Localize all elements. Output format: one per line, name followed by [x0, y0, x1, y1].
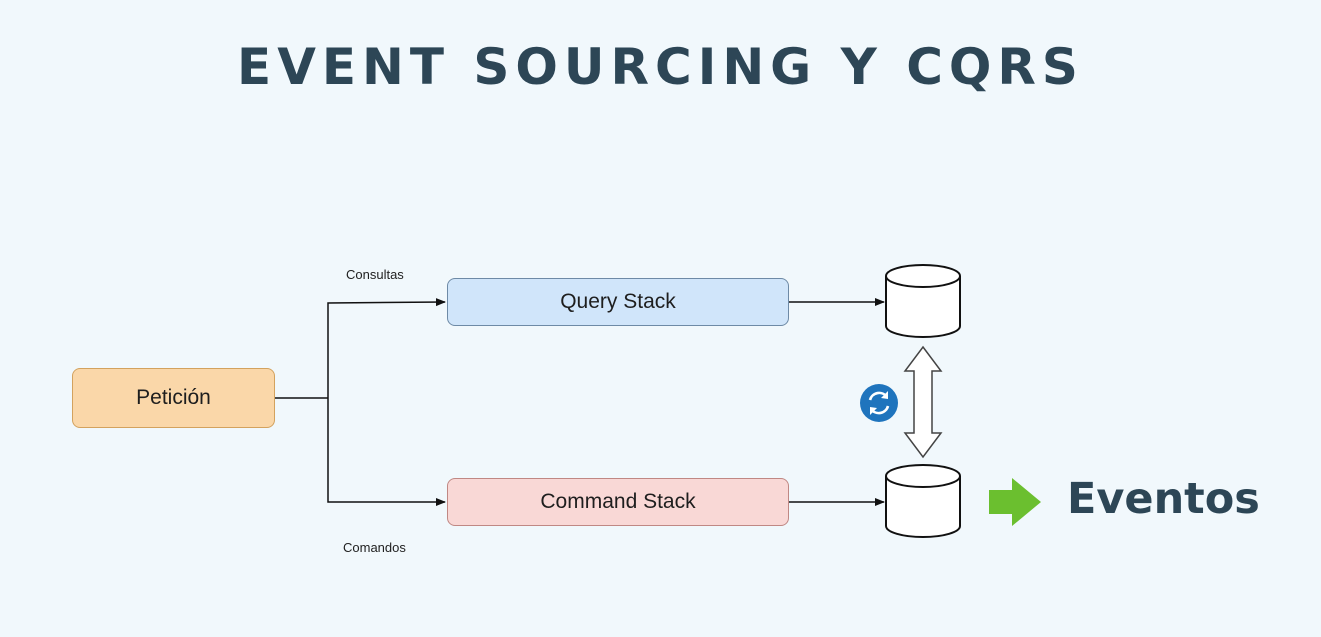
sync-icon: [860, 384, 898, 422]
comandos-label: Comandos: [343, 540, 406, 555]
query-stack-label: Query Stack: [560, 290, 676, 313]
page-title: EVENT SOURCING Y CQRS: [237, 38, 1084, 96]
database-icon: [885, 464, 961, 538]
database-icon: [885, 264, 961, 338]
peticion-label: Petición: [136, 386, 211, 409]
command-stack-node: Command Stack: [447, 478, 789, 526]
connector-comandos: [327, 398, 446, 506]
right-arrow-icon: [989, 478, 1041, 526]
query-stack-node: Query Stack: [447, 278, 789, 326]
command-stack-label: Command Stack: [540, 490, 696, 513]
eventos-label: Eventos: [1067, 474, 1260, 524]
bidirectional-arrow-icon: [903, 345, 943, 459]
peticion-node: Petición: [72, 368, 275, 428]
consultas-label: Consultas: [346, 267, 404, 282]
connector-consultas: [327, 298, 446, 398]
